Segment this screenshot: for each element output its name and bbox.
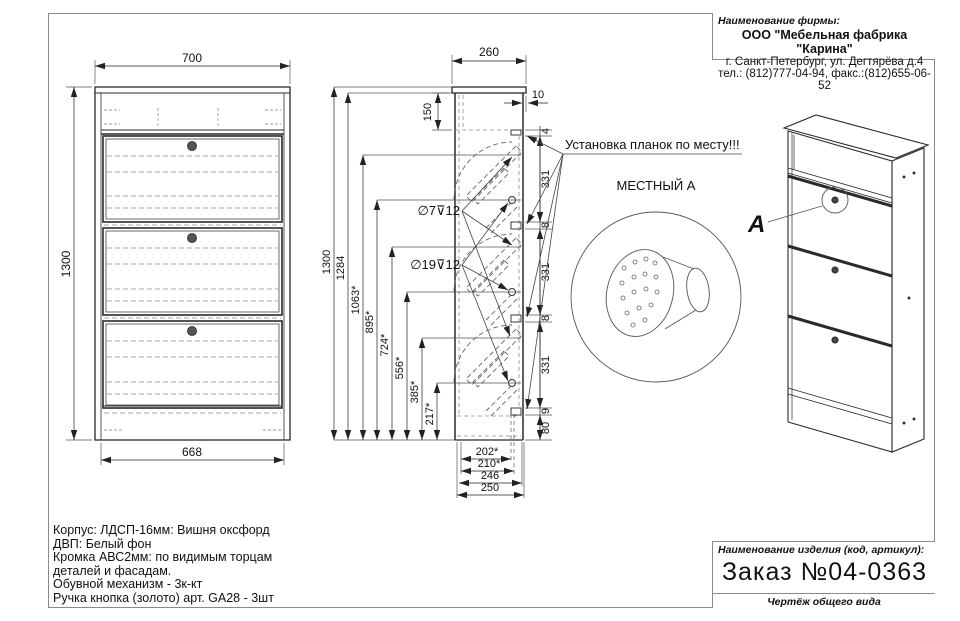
spec-line: Обувной механизм - 3к-кт bbox=[53, 577, 203, 591]
spec-line: Корпус: ЛДСП-16мм: Вишня оксфорд bbox=[53, 523, 270, 537]
hole-small-label: ∅7⊽12 bbox=[417, 203, 460, 218]
hole-callouts bbox=[461, 156, 513, 382]
order-subtitle: Чертёж общего вида bbox=[767, 596, 881, 608]
iso-view bbox=[767, 114, 930, 453]
dim-front-height: 1300 bbox=[59, 250, 73, 277]
spec-line: деталей и фасадам. bbox=[53, 563, 172, 578]
planks-note-text: Установка планок по месту!!! bbox=[565, 137, 740, 152]
side-view-top-dims bbox=[432, 55, 548, 131]
hole-big-label: ∅19⊽12 bbox=[410, 257, 460, 272]
dim-chain-80: 80 bbox=[540, 422, 552, 434]
dim-side-1063: 1063* bbox=[350, 285, 362, 314]
dim-bottom-210: 210* bbox=[478, 458, 501, 470]
order-label: Наименование изделия (код, артикул): bbox=[718, 544, 925, 556]
dim-side-724: 724* bbox=[379, 333, 391, 356]
spec-line: Кромка АВС2мм: по видимым торцам bbox=[53, 550, 273, 564]
dim-bottom-250: 250 bbox=[481, 482, 499, 494]
specs-block: Корпус: ЛДСП-16мм: Вишня оксфорд ДВП: Бе… bbox=[53, 523, 393, 605]
dim-niche-150: 150 bbox=[422, 103, 434, 121]
company-name: ООО "Мебельная фабрика "Карина" bbox=[741, 28, 908, 56]
knob-icon bbox=[831, 196, 839, 344]
detail-view bbox=[570, 211, 742, 383]
order-number: Заказ №04-0363 bbox=[721, 558, 928, 586]
company-title-block: Наименование фирмы: ООО "Мебельная фабри… bbox=[712, 13, 935, 92]
dim-chain-331a: 331 bbox=[540, 170, 552, 188]
dim-side-385: 385* bbox=[409, 380, 421, 403]
dim-chain-8b: 8 bbox=[540, 315, 552, 321]
dim-overhang-10: 10 bbox=[532, 89, 544, 101]
dim-chain-9: 9 bbox=[540, 408, 552, 414]
order-title-block: Наименование изделия (код, артикул): Зак… bbox=[712, 541, 935, 608]
dim-front-width-bottom: 668 bbox=[182, 445, 202, 459]
knob-dots bbox=[619, 256, 660, 328]
side-view bbox=[451, 86, 527, 441]
planks-note: Установка планок по месту!!! bbox=[525, 135, 742, 410]
front-view-dims bbox=[66, 60, 291, 465]
dim-depth-260: 260 bbox=[479, 45, 499, 59]
dim-side-1284: 1284 bbox=[335, 256, 347, 280]
dim-side-1300: 1300 bbox=[321, 250, 333, 274]
dim-side-217: 217* bbox=[424, 402, 436, 425]
dim-chain-8a: 8 bbox=[540, 222, 552, 228]
front-view bbox=[94, 86, 291, 441]
dim-side-556: 556* bbox=[394, 356, 406, 379]
company-phone: тел.: (812)777-04-94, факс.:(812)655-06-… bbox=[718, 68, 931, 92]
dim-bottom-246: 246 bbox=[481, 470, 499, 482]
dim-side-895: 895* bbox=[364, 310, 376, 333]
company-label: Наименование фирмы: bbox=[718, 15, 840, 27]
sheet-border bbox=[48, 13, 935, 608]
spec-line: Ручка кнопка (золото) арт. GA28 - 3шт bbox=[53, 590, 274, 605]
dim-chain-331c: 331 bbox=[540, 356, 552, 374]
side-view-height-dims bbox=[330, 86, 521, 441]
detail-marker-label: A bbox=[747, 211, 765, 238]
spec-line: ДВП: Белый фон bbox=[53, 536, 152, 551]
knob-icon bbox=[187, 141, 197, 336]
side-view-bottom-dims bbox=[456, 414, 525, 499]
dim-front-width-top: 700 bbox=[182, 51, 202, 65]
dim-chain-4: 4 bbox=[540, 128, 552, 134]
company-address: г. Санкт-Петербург, ул. Дегтярёва д.4 bbox=[725, 56, 924, 68]
order-divider bbox=[713, 593, 935, 594]
detail-title: МЕСТНЫЙ А bbox=[617, 178, 696, 193]
dim-bottom-202: 202* bbox=[476, 446, 499, 458]
